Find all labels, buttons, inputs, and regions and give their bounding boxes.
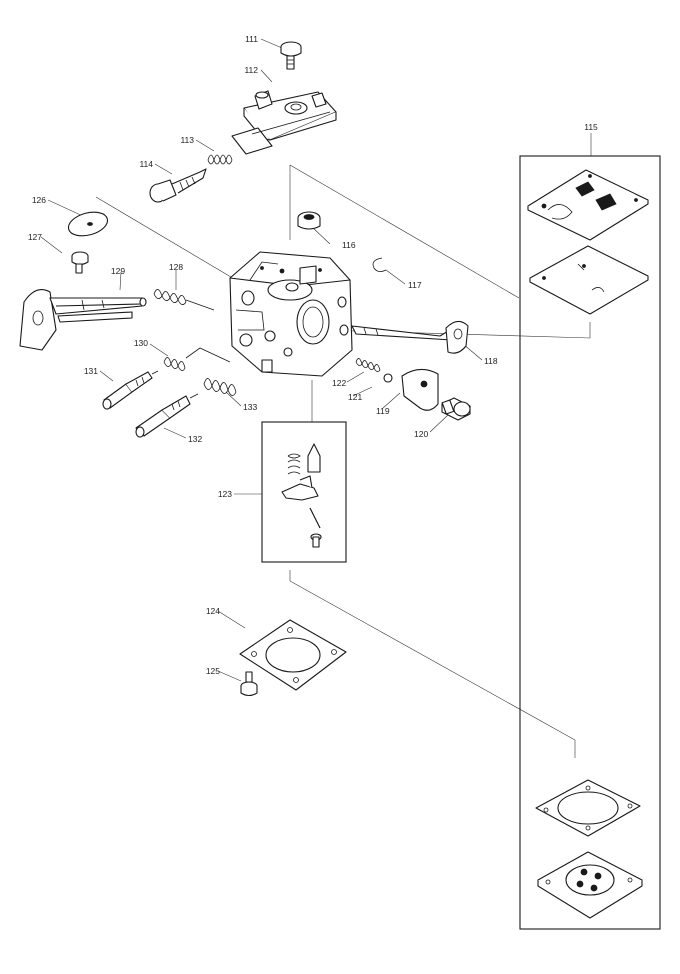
label-132: 132 bbox=[188, 434, 202, 444]
label-116: 116 bbox=[342, 240, 356, 250]
label-112: 112 bbox=[244, 65, 258, 75]
label-133: 133 bbox=[243, 402, 257, 412]
label-113: 113 bbox=[180, 135, 194, 145]
part-127-screw bbox=[71, 251, 89, 274]
part-112-bracket bbox=[231, 90, 337, 155]
label-131: 131 bbox=[84, 366, 98, 376]
part-116-plug bbox=[297, 211, 321, 230]
label-126: 126 bbox=[32, 195, 46, 205]
part-126-washer bbox=[67, 211, 109, 237]
label-128: 128 bbox=[169, 262, 183, 272]
label-115: 115 bbox=[584, 122, 598, 132]
label-120: 120 bbox=[414, 429, 428, 439]
part-113-spring bbox=[207, 154, 233, 165]
label-121: 121 bbox=[348, 392, 362, 402]
label-117: 117 bbox=[408, 280, 422, 290]
part-128-spring bbox=[153, 289, 215, 311]
part-129-choke-shaft bbox=[19, 289, 147, 351]
part-133-spring bbox=[203, 378, 237, 396]
part-121-ball bbox=[383, 373, 393, 383]
part-123-kit-box bbox=[261, 421, 347, 563]
label-111: 111 bbox=[245, 34, 258, 44]
label-125: 125 bbox=[206, 666, 220, 676]
leader-lines bbox=[40, 38, 592, 758]
part-labels: 111 112 113 114 115 116 117 118 119 120 … bbox=[28, 34, 598, 676]
label-118: 118 bbox=[484, 356, 498, 366]
part-118-lever bbox=[351, 320, 469, 354]
part-114-idle-screw bbox=[149, 168, 207, 203]
part-122-spring bbox=[355, 358, 381, 372]
part-119-cam bbox=[401, 368, 439, 411]
label-129: 129 bbox=[111, 266, 125, 276]
carburetor-body bbox=[229, 251, 353, 377]
label-127: 127 bbox=[28, 232, 42, 242]
label-119: 119 bbox=[376, 406, 390, 416]
part-125-screw bbox=[240, 671, 258, 697]
label-122: 122 bbox=[332, 378, 346, 388]
label-123: 123 bbox=[218, 489, 232, 499]
part-124-gasket bbox=[239, 619, 347, 691]
part-115-kit-box bbox=[519, 155, 661, 930]
part-132-needle bbox=[135, 393, 199, 438]
label-124: 124 bbox=[206, 606, 220, 616]
part-117-clip bbox=[372, 257, 387, 272]
part-130-spring bbox=[163, 347, 231, 371]
label-130: 130 bbox=[134, 338, 148, 348]
part-131-needle bbox=[102, 370, 159, 410]
label-114: 114 bbox=[139, 159, 153, 169]
part-120-screw bbox=[441, 397, 471, 421]
part-111-screw bbox=[280, 41, 302, 70]
